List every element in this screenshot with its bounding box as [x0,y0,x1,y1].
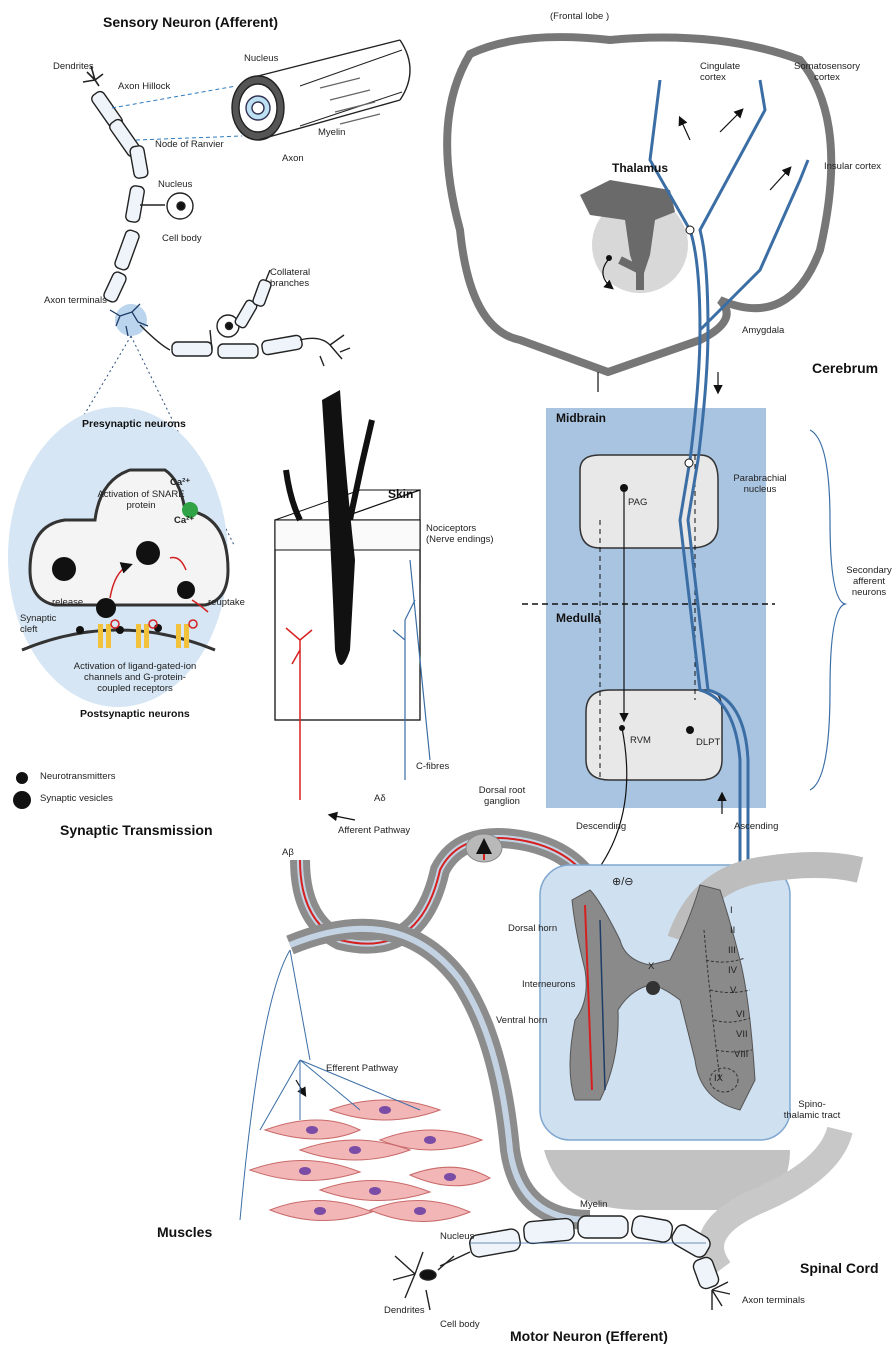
motor-cell-body-label: Cell body [440,1320,480,1331]
thalamus-label: Thalamus [612,162,668,176]
midbrain-label: Midbrain [556,412,606,426]
brain-drawing [447,37,831,372]
nociceptors-label: Nociceptors (Nerve endings) [426,524,506,546]
rvm-label: RVM [630,736,651,747]
spinothalamic-label: Spino-thalamic tract [782,1100,842,1122]
label-cell-body: Cell body [162,234,202,245]
a-delta-label: Aδ [374,794,386,805]
cerebrum-title: Cerebrum [812,360,878,376]
label-axon-hillock: Axon Hillock [118,82,170,93]
lamina-5: V [730,986,736,997]
motor-myelin-label: Myelin [580,1200,607,1211]
lamina-3: III [728,946,736,957]
muscle-drawing [250,1060,490,1222]
postsynaptic-label: Postsynaptic neurons [80,708,190,720]
sensory-neuron-title: Sensory Neuron (Afferent) [103,14,278,30]
cleft-label: Synaptic cleft [20,614,60,636]
lamina-4: IV [728,966,737,977]
ascending-label: Ascending [734,822,778,833]
lamina-7: VII [736,1030,748,1041]
label-myelin: Myelin [318,128,345,139]
brainstem-drawing [522,372,845,880]
legend-neurotransmitters: Neurotransmitters [40,772,116,783]
label-nucleus: Nucleus [158,180,192,191]
motor-nucleus-label: Nucleus [440,1232,474,1243]
presynaptic-label: Presynaptic neurons [82,418,186,430]
snare-label: Activation of SNARE protein [96,490,186,512]
legend-synaptic-vesicles: Synaptic vesicles [40,794,113,805]
reuptake-label: reuptake [208,598,245,609]
receptor-activation-label: Activation of ligand-gated-ion channels … [70,662,200,695]
descending-label: Descending [576,822,626,833]
ca-in-label: Ca²⁺ [170,478,190,489]
synapse-drawing [8,336,234,809]
central-canal-label: X [648,962,654,973]
amygdala-label: Amygdala [742,326,784,337]
ventral-horn-label: Ventral horn [496,1016,547,1027]
parabrachial-label: Parabrachial nucleus [730,474,790,496]
dlpt-label: DLPT [696,738,720,749]
synaptic-transmission-title: Synaptic Transmission [60,822,213,838]
cingulate-cortex-label: Cingulate cortex [700,62,744,84]
motor-neuron-drawing [393,1215,730,1310]
dorsal-root-ganglion-label: Dorsal root ganglion [470,786,534,808]
secondary-afferent-label: Secondary afferent neurons [846,566,892,599]
skin-title: Skin [388,488,413,502]
label-nucleus-top: Nucleus [244,54,278,65]
a-beta-label: Aβ [282,848,294,859]
c-fibres-label: C-fibres [416,762,449,773]
modulation-label: ⊕/⊖ [612,876,634,889]
dorsal-horn-label: Dorsal horn [508,924,557,935]
lamina-9: IX [714,1074,723,1085]
label-collateral-branches: Collateral branches [270,268,330,290]
lamina-6: VI [736,1010,745,1021]
label-axon-terminals: Axon terminals [44,296,107,307]
label-node-of-ranvier: Node of Ranvier [155,140,224,151]
label-dendrites: Dendrites [53,62,94,73]
lamina-2: II [730,926,735,937]
motor-axon-terminals-label: Axon terminals [742,1296,805,1307]
efferent-pathway-label: Efferent Pathway [326,1064,398,1075]
ca-out-label: Ca²⁺ [174,516,194,527]
interneurons-label: Interneurons [522,980,575,991]
release-label: release [52,598,83,609]
lamina-1: I [730,906,733,917]
medulla-label: Medulla [556,612,601,626]
afferent-pathway-label: Afferent Pathway [338,826,410,837]
insular-cortex-label: Insular cortex [824,162,881,173]
skin-drawing [275,390,430,820]
lamina-8: VIII [734,1050,748,1061]
spinal-cord-title: Spinal Cord [800,1260,879,1276]
pag-label: PAG [628,498,647,509]
motor-dendrites-label: Dendrites [384,1306,425,1317]
label-axon: Axon [282,154,304,165]
muscles-title: Muscles [157,1224,212,1240]
motor-neuron-title: Motor Neuron (Efferent) [510,1328,668,1344]
frontal-lobe-label: (Frontal lobe ) [550,12,609,23]
somatosensory-cortex-label: Somatosensory cortex [792,62,862,84]
